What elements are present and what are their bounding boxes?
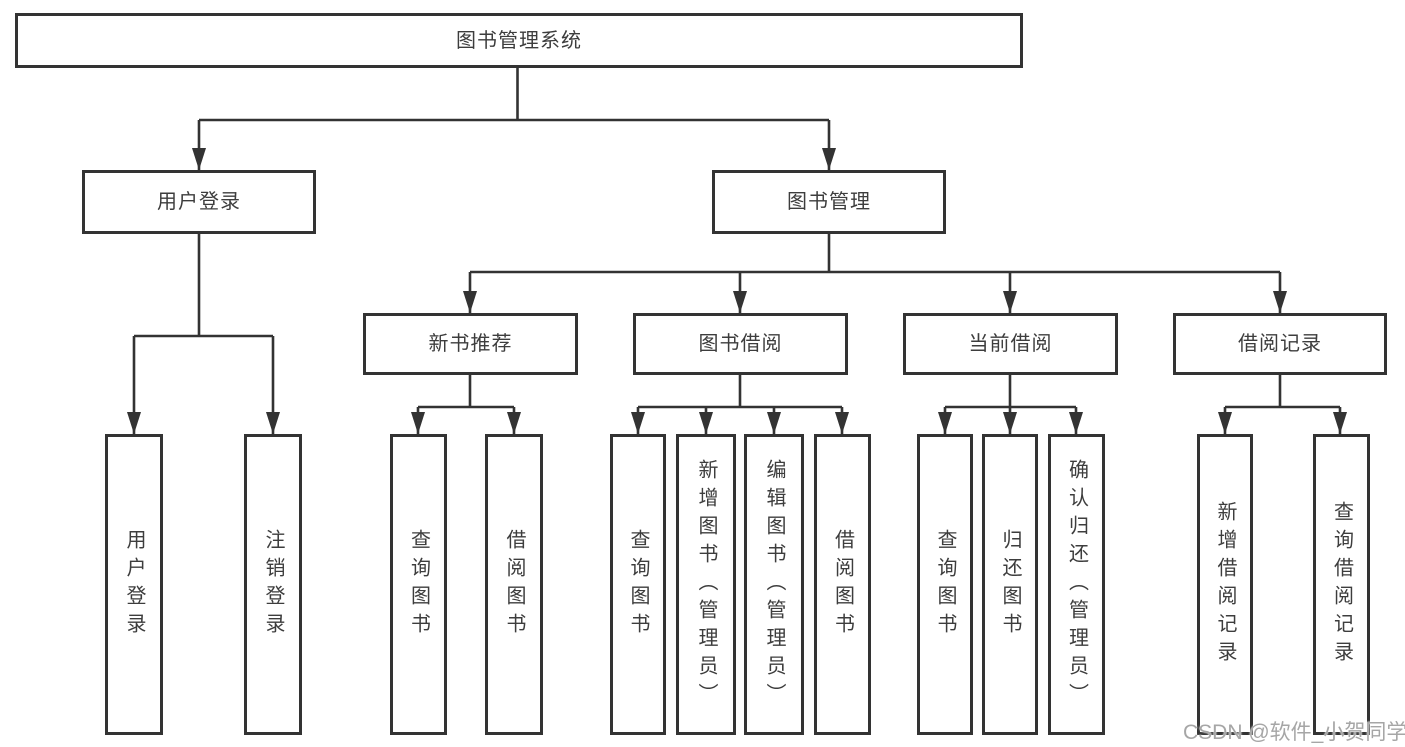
node-label: 图书管理 [787,191,871,213]
node-new-book-recommend: 新书推荐 [363,313,578,375]
leaf-query-books-recommend: 查询图书 [390,434,447,735]
leaf-label: 归还图书 [999,528,1021,641]
leaf-label: 编辑图书（管理员） [763,458,785,711]
leaf-query-borrow-record: 查询借阅记录 [1313,434,1370,735]
leaf-label: 查询图书 [934,528,956,641]
node-borrow-records: 借阅记录 [1173,313,1387,375]
node-book-borrow: 图书借阅 [633,313,848,375]
leaf-label: 借阅图书 [831,528,854,641]
node-label: 图书管理系统 [456,29,582,52]
edge-records-to-leaves [1223,375,1342,434]
leaf-borrow-books: 借阅图书 [814,434,871,735]
edge-book-mgmt-to-level3 [468,234,1282,313]
leaf-label: 借阅图书 [503,528,525,641]
leaf-label: 查询图书 [407,528,430,641]
node-current-borrow: 当前借阅 [903,313,1118,375]
leaf-borrow-books-recommend: 借阅图书 [485,434,543,735]
node-label: 用户登录 [157,191,241,213]
edge-current-borrow-to-leaves [943,375,1078,434]
leaf-query-books-current: 查询图书 [917,434,973,735]
node-label: 当前借阅 [968,333,1053,355]
node-label: 借阅记录 [1238,333,1322,355]
leaf-logout: 注销登录 [244,434,302,735]
leaf-user-login: 用户登录 [105,434,163,735]
leaf-return-books: 归还图书 [982,434,1038,735]
leaf-label: 查询图书 [627,528,649,641]
connector-paths [132,68,1342,434]
leaf-add-books-admin: 新增图书（管理员） [676,434,736,735]
node-book-management: 图书管理 [712,170,946,234]
edge-user-login-to-leaves [132,234,275,434]
edge-root-to-level2 [197,68,831,170]
node-library-management-system: 图书管理系统 [15,13,1023,68]
leaf-label: 查询借阅记录 [1330,500,1353,669]
leaf-edit-books-admin: 编辑图书（管理员） [744,434,804,735]
leaf-label: 用户登录 [123,528,145,641]
leaf-label: 注销登录 [262,528,284,641]
node-label: 新书推荐 [428,333,513,355]
leaf-label: 新增借阅记录 [1214,500,1236,669]
edge-new-book-to-leaves [416,375,516,434]
csdn-watermark: CSDN @软件_小贺同学 [1183,721,1405,744]
leaf-add-borrow-record: 新增借阅记录 [1197,434,1253,735]
leaf-confirm-return-admin: 确认归还（管理员） [1048,434,1105,735]
leaf-query-books-borrow: 查询图书 [610,434,666,735]
edge-book-borrow-to-leaves [636,375,844,434]
node-user-login: 用户登录 [82,170,316,234]
node-label: 图书借阅 [698,333,783,355]
leaf-label: 新增图书（管理员） [695,458,717,711]
leaf-label: 确认归还（管理员） [1065,458,1088,711]
